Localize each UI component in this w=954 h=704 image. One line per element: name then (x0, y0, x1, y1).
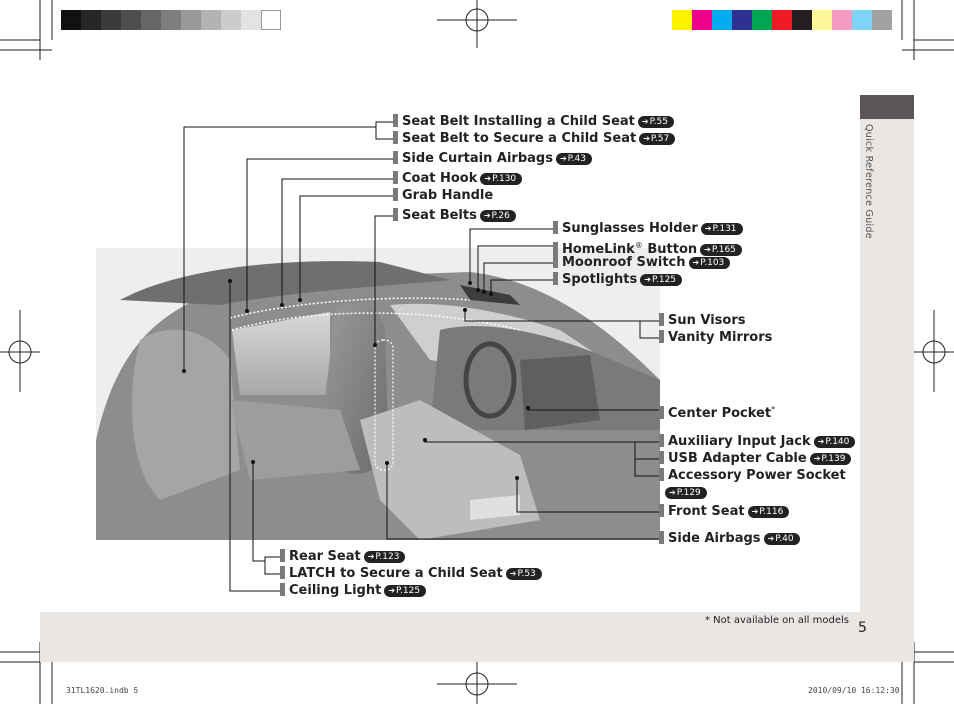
page-ref-link[interactable]: ➔P.40 (763, 533, 800, 545)
label-moonroof-switch: Moonroof Switch➔P.103 (553, 255, 731, 271)
page-ref-link[interactable]: ➔P.131 (700, 223, 743, 235)
label-side-airbags: Side Airbags➔P.40 (659, 531, 800, 547)
calibration-swatch (121, 10, 141, 30)
imprint-file: 31TL1620.indb 5 (66, 686, 139, 695)
section-title: Quick Reference Guide (863, 124, 874, 239)
calibration-swatch (772, 10, 792, 30)
page-ref-link[interactable]: ➔P.125 (640, 274, 683, 286)
calibration-swatch (752, 10, 772, 30)
page-ref-link[interactable]: ➔P.123 (363, 551, 406, 563)
page-ref-link[interactable]: ➔P.139 (809, 453, 852, 465)
page-ref-link[interactable]: ➔P.125 (384, 585, 427, 597)
label-vanity-mirrors: Vanity Mirrors (659, 330, 772, 346)
imprint-datetime: 2010/09/10 16:12:30 (808, 686, 900, 695)
label-seat-belt-child-seat: Seat Belt Installing a Child Seat➔P.55 (393, 114, 674, 130)
page-ref-link[interactable]: ➔P.165 (700, 244, 742, 256)
section-tab (860, 95, 914, 119)
label-accessory-power-socket-ref: ➔P.129 (665, 485, 707, 501)
calibration-swatch (832, 10, 852, 30)
label-grab-handle: Grab Handle (393, 188, 493, 204)
page-ref-link[interactable]: ➔P.130 (480, 173, 523, 185)
calibration-swatch (81, 10, 101, 30)
label-homelink-button: HomeLink® Button➔P.165 (553, 238, 742, 258)
label-coat-hook: Coat Hook➔P.130 (393, 171, 523, 187)
label-spotlights: Spotlights➔P.125 (553, 272, 683, 288)
calibration-swatch (812, 10, 832, 30)
calibration-swatch (692, 10, 712, 30)
page-number: 5 (858, 620, 867, 636)
label-seat-belt-secure: Seat Belt to Secure a Child Seat➔P.57 (393, 131, 676, 147)
label-ceiling-light: Ceiling Light➔P.125 (280, 583, 427, 599)
label-sun-visors: Sun Visors (659, 313, 746, 329)
page-ref-link[interactable]: ➔P.116 (747, 506, 790, 518)
calibration-swatch (712, 10, 732, 30)
page-ref-link[interactable]: ➔P.43 (555, 153, 592, 165)
page-ref-link[interactable]: ➔P.55 (637, 116, 674, 128)
calibration-swatch (181, 10, 201, 30)
page-ref-link[interactable]: ➔P.129 (665, 487, 707, 499)
label-rear-seat: Rear Seat➔P.123 (280, 549, 406, 565)
label-accessory-power-socket: Accessory Power Socket (659, 468, 846, 484)
label-auxiliary-input-jack: Auxiliary Input Jack➔P.140 (659, 434, 856, 450)
calibration-swatch (201, 10, 221, 30)
label-latch: LATCH to Secure a Child Seat➔P.53 (280, 566, 542, 582)
page-ref-link[interactable]: ➔P.57 (639, 133, 676, 145)
page-ref-link[interactable]: ➔P.103 (688, 257, 731, 269)
calibration-swatch (101, 10, 121, 30)
label-side-curtain-airbags: Side Curtain Airbags➔P.43 (393, 151, 592, 167)
label-usb-adapter-cable: USB Adapter Cable➔P.139 (659, 451, 852, 467)
page-ref-link[interactable]: ➔P.26 (479, 210, 516, 222)
page-ref-link[interactable]: ➔P.53 (505, 568, 542, 580)
calibration-swatch (221, 10, 241, 30)
label-center-pocket: Center Pocket* (659, 402, 775, 422)
label-front-seat: Front Seat➔P.116 (659, 504, 790, 520)
calibration-swatch (792, 10, 812, 30)
page-ref-link[interactable]: ➔P.140 (813, 436, 856, 448)
calibration-swatch (672, 10, 692, 30)
calibration-swatch (241, 10, 261, 30)
calibration-swatch (61, 10, 81, 30)
calibration-swatch (852, 10, 872, 30)
calibration-swatch (261, 10, 281, 30)
label-sunglasses-holder: Sunglasses Holder➔P.131 (553, 221, 743, 237)
calibration-swatch (141, 10, 161, 30)
footnote: * Not available on all models (704, 615, 849, 626)
calibration-swatch (732, 10, 752, 30)
label-seat-belts: Seat Belts➔P.26 (393, 208, 516, 224)
calibration-swatch (161, 10, 181, 30)
calibration-swatch (872, 10, 892, 30)
